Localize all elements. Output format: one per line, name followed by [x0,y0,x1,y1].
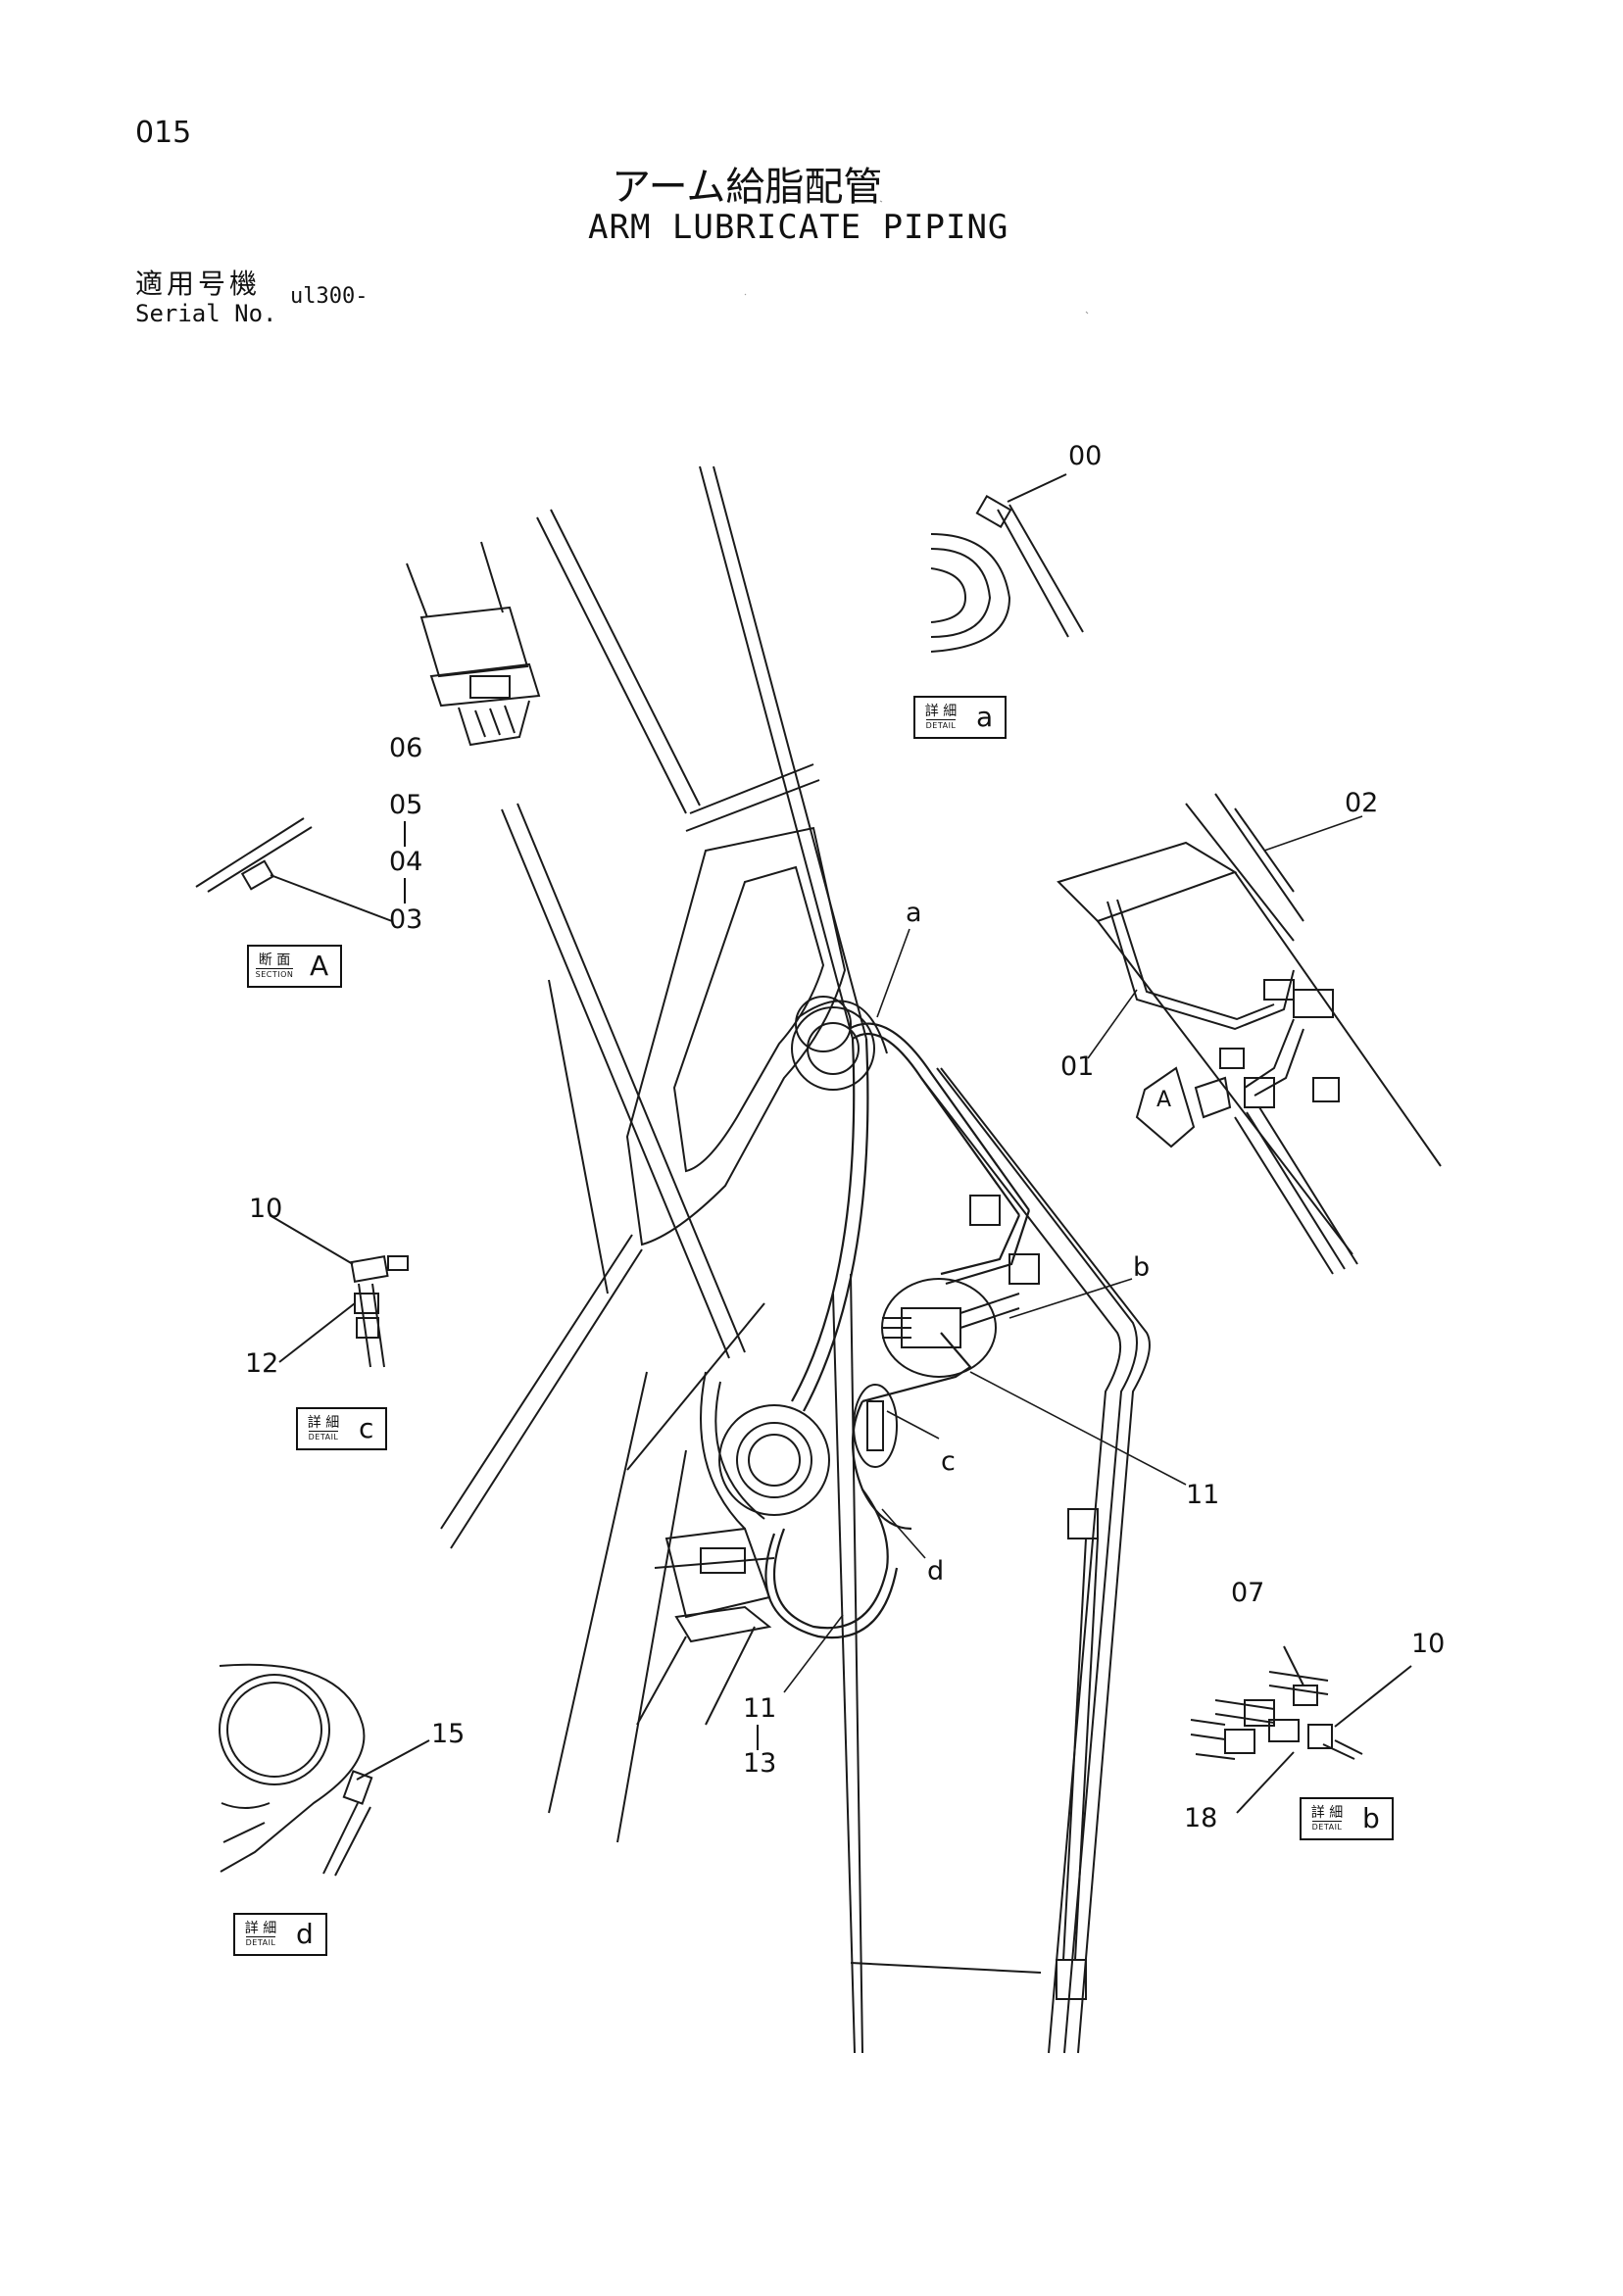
serial-value: ul300- [290,284,369,309]
detail-tag-kanji: 詳 細 [1310,1805,1344,1821]
callout-01: 01 [1060,1051,1095,1082]
arm-structure [440,465,1151,2054]
bucket-cylinder-top [406,541,541,747]
callout-13: 13 [743,1748,777,1779]
pointer-d: d [927,1556,945,1587]
pointer-c: c [941,1446,956,1477]
view-a-arrow [1135,1066,1196,1148]
callout-separator [404,821,406,847]
section-a-small-drawing [195,817,393,922]
serial-label-japanese: 適用号機 [135,268,262,300]
callout-10-detail-c: 10 [249,1194,283,1224]
callout-separator [404,878,406,904]
section-tag-kanji: 断 面 [258,953,291,968]
callout-15: 15 [431,1719,466,1749]
fitting-block-b [881,1278,1020,1378]
detail-tag-kanji: 詳 細 [307,1415,340,1431]
callout-11-lower: 11 [743,1693,777,1724]
callout-11-right: 11 [1186,1480,1220,1510]
detail-b-drawing [1190,1645,1412,1814]
pointer-a: a [906,898,922,928]
callout-06: 06 [389,733,423,763]
callout-10-detail-b: 10 [1411,1629,1446,1659]
scan-specks [744,200,1089,315]
callout-03: 03 [389,904,423,935]
detail-tag-letter: b [1362,1802,1380,1834]
detail-tag-kanji: 詳 細 [244,1921,277,1936]
right-hose-bundle [969,1195,1099,2000]
detail-tag-caption: DETAIL [925,719,957,730]
callout-05: 05 [389,790,423,820]
detail-tag-caption: DETAIL [308,1431,339,1441]
callout-04: 04 [389,847,423,877]
detail-c-drawing [269,1214,409,1368]
section-view-right [1057,793,1442,1275]
detail-tag-kanji: 詳 細 [924,704,958,719]
detail-tag-caption: DETAIL [245,1936,276,1947]
callout-02: 02 [1345,788,1379,818]
page-number: 015 [135,116,192,150]
leader-lines [783,815,1363,1693]
lubricate-hoses [764,1022,1031,1639]
callout-07: 07 [1231,1578,1265,1608]
detail-tag-caption: DETAIL [1311,1821,1343,1832]
title-english: ARM LUBRICATE PIPING [588,208,1009,247]
pointer-b: b [1133,1252,1151,1283]
callout-00: 00 [1068,441,1103,471]
detail-tag-letter: a [976,701,994,733]
detail-d-drawing [219,1663,430,1877]
detail-a-drawing [930,473,1084,653]
section-tag-letter: A [310,950,329,982]
detail-tag-letter: c [359,1412,374,1444]
callout-18: 18 [1184,1803,1218,1833]
serial-label-english: Serial No. [135,300,277,327]
title-japanese: アーム給脂配管 [612,165,883,210]
detail-tag-letter: d [296,1918,314,1950]
lower-pivot [700,1371,830,1530]
upper-pivot [791,996,888,1091]
section-tag-caption: SECTION [255,968,294,979]
fitting-c [853,1384,898,1468]
callout-separator [757,1725,759,1750]
view-a-marker: A [1156,1088,1172,1112]
callout-12: 12 [245,1348,279,1379]
